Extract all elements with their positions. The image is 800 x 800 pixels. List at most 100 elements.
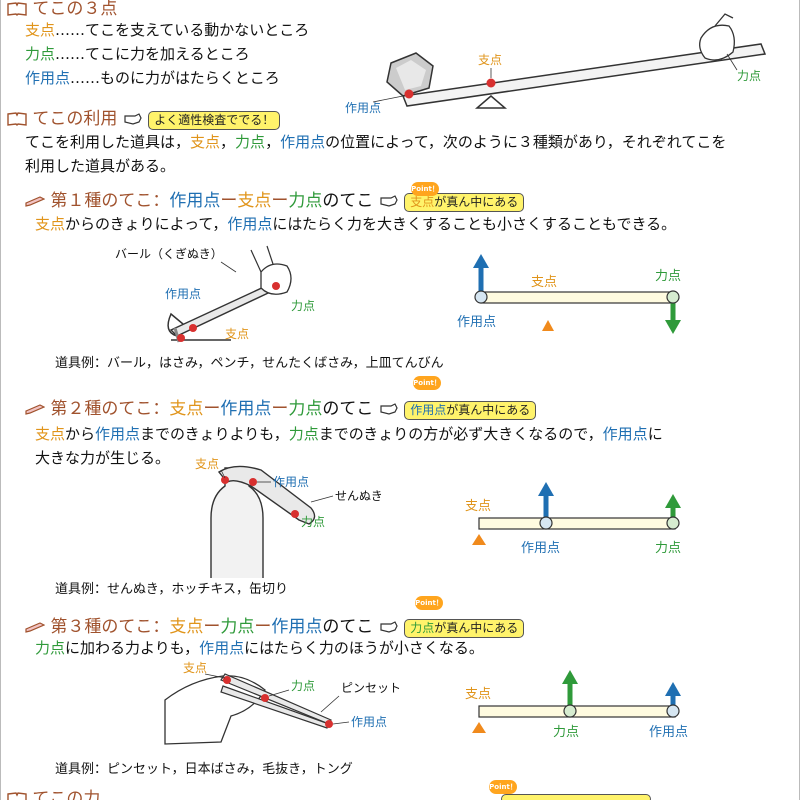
section-2-heading: てこの利用 よく適性検査ででる！ [7, 104, 281, 130]
pencil-icon [25, 622, 45, 633]
fulcrum-triangle [474, 95, 508, 109]
text-span: てこを利用した道具は， [25, 133, 191, 151]
d2-load-label: 作用点 [521, 541, 560, 556]
tweezers-fulcrum-label: 支点 [183, 661, 207, 675]
text-span: 作用点 [199, 639, 245, 657]
def-fulcrum-term: 支点 [25, 21, 56, 39]
text-span: までのきょりの方が必ず大きくなるので， [318, 425, 603, 443]
fulcrum-triangle [542, 320, 554, 331]
text-span: 支点 [169, 399, 204, 419]
text-span: 支点 [237, 191, 272, 211]
type-2-diagram: 支点 作用点 力点 [465, 482, 681, 556]
type-2-point-badge: 作用点が真ん中にある [404, 401, 537, 420]
text-span: から [65, 425, 96, 443]
text-span: の位置によって，次のように３種類があり，それぞれてこを [325, 133, 727, 151]
d1-fulcrum-label: 支点 [531, 275, 557, 290]
section-1-heading: てこの３点 [7, 0, 117, 19]
type-1-examples: 道具例：バール，はさみ，ペンチ，せんたくばさみ，上皿てんびん [55, 356, 444, 371]
text-span: のてこ [322, 617, 374, 637]
text-span: が真ん中にある [434, 195, 519, 209]
tweezers-load-label: 作用点 [351, 715, 387, 729]
fulcrum-triangle [472, 722, 486, 733]
book-icon [7, 112, 27, 126]
bottle-opener-illustration: 支点 作用点 力点 せんぬき [195, 457, 383, 578]
type-1-point-badge: 支点が真ん中にある [404, 193, 525, 212]
text-span: に [647, 425, 663, 443]
d1-load-label: 作用点 [457, 315, 496, 330]
text-span: 第２種のてこ： [50, 399, 170, 419]
lever-type-3-heading: 第３種のてこ：支点ー力点ー作用点のてこ 力点が真ん中にある [25, 612, 525, 638]
text-span: 力点 [220, 617, 255, 637]
text-span: が真ん中にある [434, 621, 519, 635]
point-badge: Point！ [489, 780, 517, 794]
type-1-explanation: 支点からのきょりによって，作用点にはたらく力を大きくすることも小さくすることもで… [35, 214, 676, 234]
opener [217, 465, 316, 525]
d3-fulcrum-label: 支点 [465, 687, 491, 702]
type-1-diagram: 支点 力点 作用点 [457, 254, 681, 334]
opener-effort-label: 力点 [301, 515, 325, 529]
d3-effort-label: 力点 [553, 725, 579, 740]
lever-bar [478, 705, 676, 718]
text-span: 力点 [288, 191, 323, 211]
text-span: 作用点 [271, 617, 323, 637]
crowbar-fulcrum-label: 支点 [225, 327, 249, 341]
text-span: 作用点 [220, 399, 272, 419]
crowbar-load-label: 作用点 [165, 287, 201, 301]
text-span: ー [271, 191, 289, 211]
text-span: からのきょりによって， [65, 215, 228, 233]
def-effort-desc: ……てこに力を加えるところ [55, 45, 250, 63]
def-fulcrum-desc: ……てこを支えている動かないところ [55, 21, 310, 39]
text-span: 支点 [35, 425, 66, 443]
text-span: ー [203, 399, 221, 419]
usage-paragraph-line1: てこを利用した道具は，支点，力点，作用点の位置によって，次のように３種類があり，… [25, 132, 726, 152]
lever-effort-label: 力点 [737, 69, 761, 83]
text-span: 作用点 [280, 133, 326, 151]
fulcrum-triangle [472, 534, 486, 545]
text-span: までのきょりよりも， [140, 425, 289, 443]
opener-label: せんぬき [335, 489, 383, 503]
exam-note-badge: よく適性検査ででる！ [148, 111, 281, 130]
book-icon [7, 792, 27, 800]
type-3-examples: 道具例：ピンセット，日本ばさみ，毛抜き，トング [55, 762, 353, 777]
fulcrum-dot [486, 78, 496, 88]
load-dot [404, 89, 414, 99]
def-effort-term: 力点 [25, 45, 56, 63]
section-3-badge [501, 794, 651, 800]
d2-fulcrum-label: 支点 [465, 499, 491, 514]
text-span: 支点 [190, 133, 221, 151]
text-span: 利用した道具がある。 [25, 157, 176, 175]
lever-type-1-heading: 第１種のてこ：作用点ー支点ー力点のてこ 支点が真ん中にある [25, 186, 525, 212]
pointing-hand-icon [380, 403, 398, 415]
usage-paragraph-line2: 利用した道具がある。 [25, 156, 175, 176]
type-2-explanation-line1: 支点から作用点までのきょりよりも，力点までのきょりの方が必ず大きくなるので，作用… [35, 424, 663, 444]
lever-bar [401, 43, 767, 107]
book-icon [7, 2, 27, 16]
tweezers-illustration: 支点 力点 ピンセット 作用点 [164, 661, 401, 745]
crowbar-illustration: バール（くぎぬき） 作用点 力点 支点 [115, 245, 315, 343]
text-span: ー [220, 191, 238, 211]
text-span: 支点 [35, 215, 66, 233]
text-span: 支点 [410, 195, 435, 209]
text-span: が真ん中にある [446, 403, 531, 417]
text-span: ー [254, 617, 272, 637]
def-load: 作用点……ものに力がはたらくところ [25, 68, 280, 88]
tweezers-effort-label: 力点 [291, 679, 315, 693]
text-span: 力点 [35, 639, 66, 657]
point-badge: Point！ [413, 376, 441, 390]
hand-icon [260, 263, 292, 295]
crowbar-label: バール（くぎぬき） [115, 247, 223, 261]
opener-load-label: 作用点 [273, 475, 309, 489]
text-span: にはたらく力を大きくすることも小さくすることもできる。 [272, 215, 677, 233]
crowbar-effort-label: 力点 [291, 299, 315, 313]
section-1-title: てこの３点 [32, 0, 118, 19]
text-span: ， [220, 133, 236, 151]
d2-effort-label: 力点 [655, 541, 681, 556]
type-2-explanation-line2: 大きな力が生じる。 [35, 449, 171, 467]
text-span: 支点 [169, 617, 204, 637]
pointing-hand-icon [380, 621, 398, 633]
text-span: にはたらく力のほうが小さくなる。 [244, 639, 484, 657]
pencil-icon [25, 196, 45, 207]
def-load-term: 作用点 [25, 69, 71, 87]
pointing-hand-icon [124, 113, 142, 125]
text-span: のてこ [322, 191, 374, 211]
